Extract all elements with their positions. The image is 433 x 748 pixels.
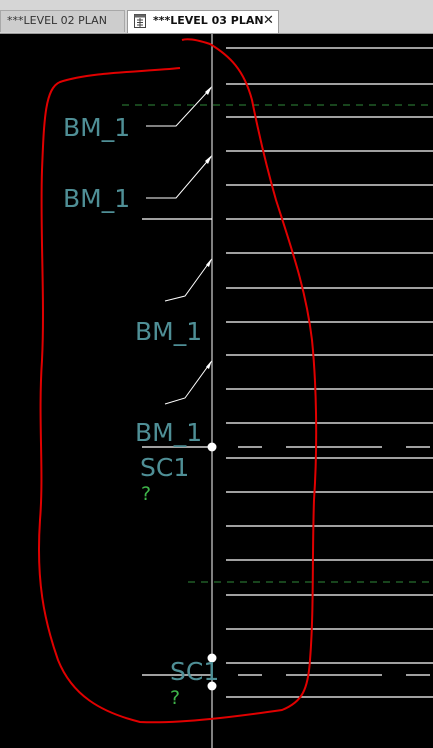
- leader-line: [146, 156, 212, 199]
- beam-tag[interactable]: BM_1: [135, 317, 203, 346]
- close-icon[interactable]: ✕: [263, 13, 274, 28]
- beam-tag[interactable]: BM_1: [63, 113, 131, 142]
- grip-handles: [207, 442, 217, 691]
- leader-line: [146, 87, 212, 127]
- joist-lines: [142, 47, 433, 698]
- tab-level-02-plan[interactable]: ***LEVEL 02 PLAN: [0, 10, 125, 32]
- sheet-view-icon: [134, 14, 146, 28]
- grip-handle: [207, 653, 217, 663]
- column-tag[interactable]: SC1: [170, 657, 220, 686]
- column-tag[interactable]: SC1: [140, 453, 190, 482]
- unknown-tag-mark: ?: [141, 483, 152, 505]
- leader-line: [164, 259, 212, 302]
- leader-arrowheads: [205, 86, 212, 369]
- tab-label: ***LEVEL 02 PLAN: [7, 14, 107, 27]
- grip-handle: [207, 442, 217, 452]
- view-tab-bar: ***LEVEL 02 PLAN ***LEVEL 03 PLAN ✕: [0, 0, 433, 34]
- unknown-tag-mark: ?: [170, 687, 181, 709]
- grip-handle: [207, 681, 217, 691]
- beam-tag[interactable]: BM_1: [135, 418, 203, 447]
- tab-level-03-plan[interactable]: ***LEVEL 03 PLAN ✕: [127, 10, 279, 33]
- tag-leaders: [146, 87, 212, 405]
- beam-dashed-lines: [142, 446, 430, 676]
- leader-line: [164, 361, 212, 405]
- drawing-canvas[interactable]: BM_1 BM_1 BM_1 BM_1 SC1 ? SC1 ?: [0, 34, 433, 748]
- markup-cloud: [37, 38, 318, 724]
- tab-label: ***LEVEL 03 PLAN: [153, 14, 264, 27]
- drawing-linework: [37, 34, 433, 748]
- beam-tag[interactable]: BM_1: [63, 184, 131, 213]
